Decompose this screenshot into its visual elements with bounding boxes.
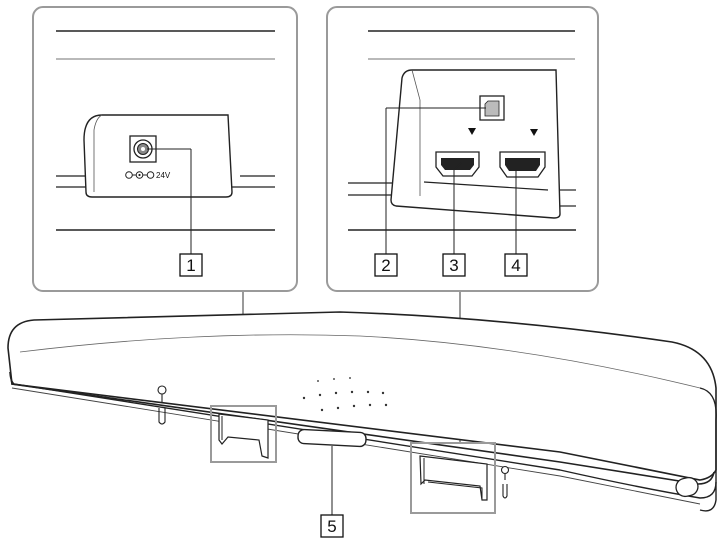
callout-4: 4	[504, 253, 528, 277]
end-cap-slot	[675, 476, 699, 498]
hdmi-arrow-icon	[468, 128, 476, 135]
callout-number: 5	[327, 517, 336, 536]
voltage-label: 24V	[156, 171, 171, 180]
rear-recess-connectors	[410, 442, 496, 514]
polarity-symbol-icon	[125, 171, 155, 179]
top-control-buttons	[302, 377, 388, 412]
callout-2: 2	[374, 253, 398, 277]
callout-number: 3	[449, 256, 458, 275]
zoom-box-connectors	[326, 6, 599, 292]
jack-recess	[83, 114, 233, 198]
callout-5: 5	[320, 514, 344, 538]
front-display-panel	[297, 428, 367, 448]
wall-mount-hole-icon	[157, 385, 167, 425]
wall-mount-hole-icon	[500, 465, 510, 499]
zoom-box-power-input: 24V	[32, 6, 298, 292]
rear-recess-power	[210, 405, 277, 463]
callout-number: 4	[511, 256, 520, 275]
callout-number: 1	[186, 256, 195, 275]
callout-3: 3	[442, 253, 466, 277]
callout-1: 1	[179, 253, 203, 277]
hdmi-port-left	[435, 151, 480, 177]
callout-number: 2	[381, 256, 390, 275]
soundbar-body	[7, 311, 717, 515]
hdmi-arrow-icon	[530, 129, 538, 136]
connector-recess	[390, 69, 561, 219]
